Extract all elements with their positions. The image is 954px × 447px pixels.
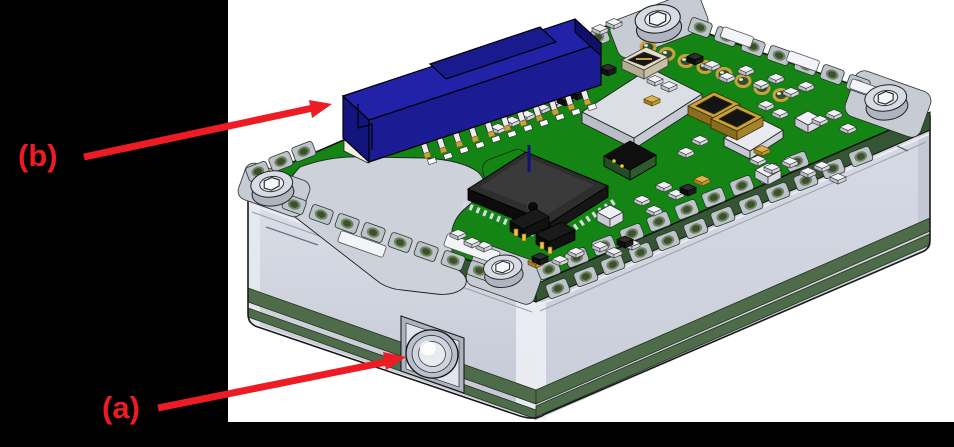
callout-arrowhead-a [383, 352, 406, 370]
callout-arrows [83, 100, 406, 412]
callout-label-a: (a) [102, 390, 140, 425]
smd-cube [596, 110, 822, 229]
board-connector-gold [687, 91, 764, 141]
connector-notch [357, 104, 373, 150]
callout-arrowhead-b [309, 100, 332, 118]
lens-aperture [400, 315, 465, 394]
pin-header [509, 208, 576, 255]
callout-arrow-a [157, 358, 387, 412]
pcb [237, 0, 932, 305]
lens-barrel [405, 329, 459, 379]
callout-arrow-b [83, 104, 314, 161]
header-connector-tan [621, 46, 669, 80]
enclosure-outline [247, 115, 931, 419]
board-connector [341, 17, 603, 165]
connector-right-end [574, 17, 602, 58]
connector-recess [428, 26, 558, 80]
lens-glint [419, 341, 436, 356]
callout-label-b: (b) [18, 138, 58, 173]
transformer [603, 140, 657, 181]
corner-highlight [918, 123, 930, 248]
corner-highlight [248, 198, 260, 326]
